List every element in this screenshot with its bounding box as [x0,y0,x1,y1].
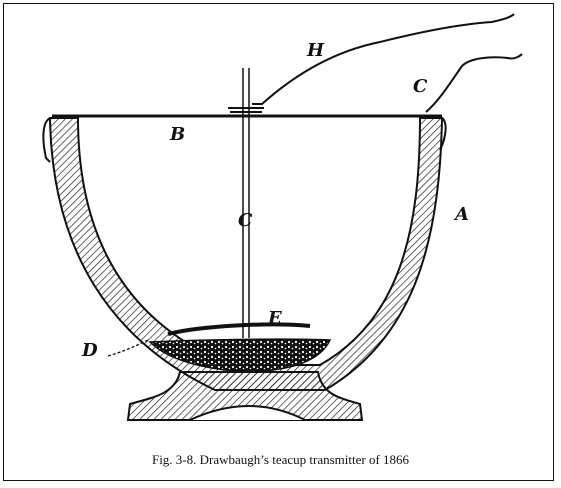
lead-D [107,339,149,357]
label-E: E [267,308,282,329]
rod-clamp [228,107,264,113]
wire-C [425,53,523,113]
wire-H [252,13,515,105]
rim-right-lug [439,117,447,151]
label-A: A [453,204,469,225]
cup-wall [48,117,444,391]
label-B: B [169,124,185,145]
label-D: D [81,340,98,361]
label-C-rod: C [238,210,253,231]
rim-left-lug [42,117,51,163]
figure-caption: Fig. 3-8. Drawbaugh’s teacup transmitter… [151,452,410,467]
foot-arch [189,405,306,421]
label-C-wire: C [413,76,428,97]
carbon-granules [148,338,332,373]
electrode-plate-E [167,322,311,336]
label-H: H [306,40,325,61]
